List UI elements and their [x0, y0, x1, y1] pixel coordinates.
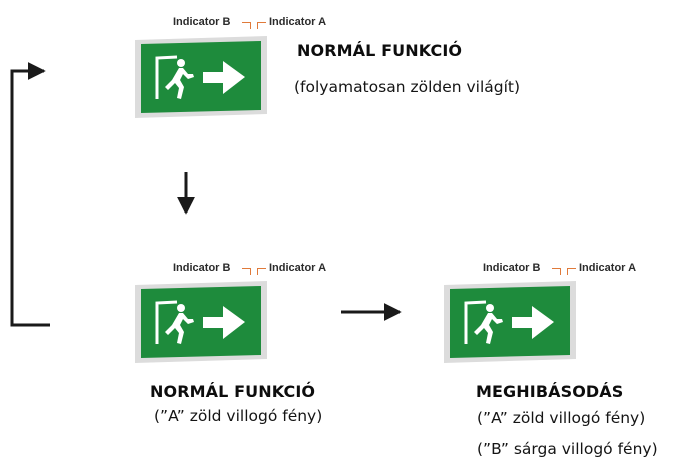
- sign-panel: [141, 286, 261, 358]
- indicator-labels-bottom-right: Indicator B Indicator A: [483, 262, 673, 276]
- indicator-b-tick: [242, 268, 251, 275]
- indicator-b-tick: [552, 268, 561, 275]
- right-arrow-icon: [203, 306, 245, 339]
- running-man-icon: [155, 300, 194, 344]
- indicator-a-tick: [567, 268, 576, 275]
- state-desc-bottom-right-a: (”A” zöld villogó fény): [477, 409, 646, 427]
- state-title-bottom-right: MEGHIBÁSODÁS: [476, 382, 624, 401]
- indicator-a-label: Indicator A: [579, 262, 637, 274]
- indicator-a-label: Indicator A: [269, 16, 327, 28]
- state-desc-top: (folyamatosan zölden világít): [294, 78, 521, 96]
- state-desc-bottom-right-b: (”B” sárga villogó fény): [477, 440, 658, 458]
- indicator-b-label: Indicator B: [173, 16, 231, 28]
- indicator-a-tick: [257, 22, 266, 29]
- indicator-labels-top: Indicator B Indicator A: [173, 16, 363, 30]
- exit-sign-top: [135, 36, 271, 118]
- sign-panel: [450, 286, 570, 358]
- right-arrow-icon: [203, 61, 245, 94]
- indicator-a-tick: [257, 268, 266, 275]
- state-desc-bottom-left: (”A” zöld villogó fény): [154, 407, 323, 425]
- indicator-b-tick: [242, 22, 251, 29]
- state-title-bottom-left: NORMÁL FUNKCIÓ: [150, 382, 316, 401]
- running-man-icon: [155, 55, 194, 99]
- exit-sign-bottom-right: [444, 281, 580, 363]
- running-man-icon: [464, 300, 503, 344]
- right-arrow-icon: [512, 306, 554, 339]
- sign-panel: [141, 41, 261, 113]
- indicator-b-label: Indicator B: [483, 262, 541, 274]
- indicator-b-label: Indicator B: [173, 262, 231, 274]
- indicator-a-label: Indicator A: [269, 262, 327, 274]
- state-title-top: NORMÁL FUNKCIÓ: [297, 41, 463, 60]
- loop-back-connector: [10, 62, 50, 327]
- indicator-labels-bottom-left: Indicator B Indicator A: [173, 262, 363, 276]
- exit-sign-bottom-left: [135, 281, 271, 363]
